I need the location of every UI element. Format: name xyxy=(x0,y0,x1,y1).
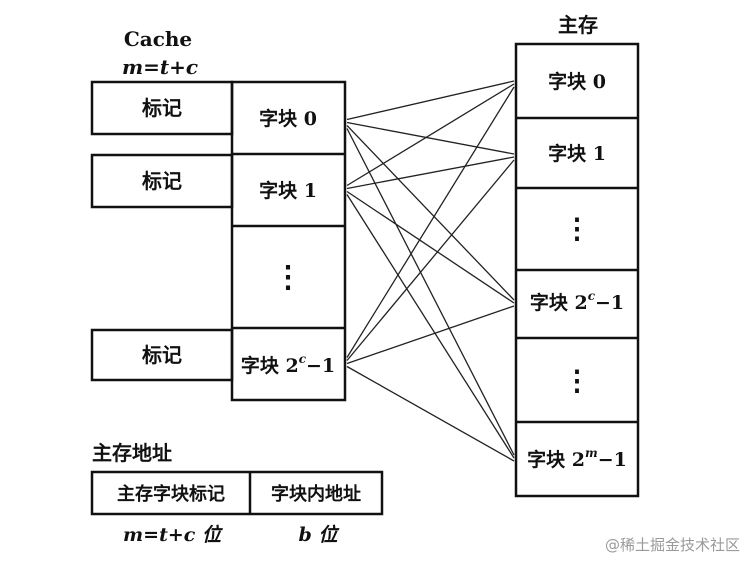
main-memory-title: 主存 xyxy=(558,13,598,37)
cache-block-1-label: 字块 1 xyxy=(259,179,317,202)
mapping-line xyxy=(346,365,515,462)
main-ellipsis-1: ⋮ xyxy=(563,212,591,245)
main-block-0-label: 字块 0 xyxy=(548,70,606,93)
address-field-offset: 字块内地址 xyxy=(271,483,361,505)
main-block-2m-label: 字块 2m−1 xyxy=(527,446,627,471)
address-width-offset: b 位 xyxy=(299,524,340,546)
mapping-line xyxy=(346,194,515,459)
mapping-line xyxy=(346,159,515,361)
mapping-line xyxy=(346,305,515,365)
mapping-line xyxy=(346,86,515,358)
address-title: 主存地址 xyxy=(92,441,172,465)
cache-tag-label: 标记 xyxy=(142,169,182,193)
address-format xyxy=(90,470,384,516)
cache-tag-label: 标记 xyxy=(142,96,182,120)
main-ellipsis-2: ⋮ xyxy=(563,364,591,397)
mapping-line xyxy=(346,190,515,304)
address-field-tag: 主存字块标记 xyxy=(117,483,225,505)
mapping-lines xyxy=(346,80,515,462)
main-block-1-label: 字块 1 xyxy=(548,142,606,165)
cache-block-column xyxy=(230,80,347,402)
mapping-line xyxy=(346,83,515,187)
cache-ellipsis: ⋮ xyxy=(273,260,303,295)
cache-tag-2: 标记 xyxy=(90,328,234,382)
watermark: @稀土掘金技术社区 xyxy=(605,536,740,554)
cache-formula: m=t+c xyxy=(122,55,198,79)
mapping-line xyxy=(346,121,515,155)
cache-tag-0: 标记 xyxy=(90,80,234,136)
main-memory-column xyxy=(514,42,640,498)
cache-title: Cache xyxy=(124,27,192,51)
mapping-line xyxy=(346,80,515,121)
cache-tag-1: 标记 xyxy=(90,153,234,209)
address-width-tag: m=t+c 位 xyxy=(123,524,223,546)
mapping-line xyxy=(346,156,515,190)
cache-tag-label: 标记 xyxy=(142,343,182,367)
mapping-line xyxy=(346,125,515,301)
cache-block-last-label: 字块 2c−1 xyxy=(241,352,335,377)
cache-block-0-label: 字块 0 xyxy=(259,107,317,130)
main-block-2c-label: 字块 2c−1 xyxy=(530,289,624,314)
mapping-line xyxy=(346,128,515,456)
